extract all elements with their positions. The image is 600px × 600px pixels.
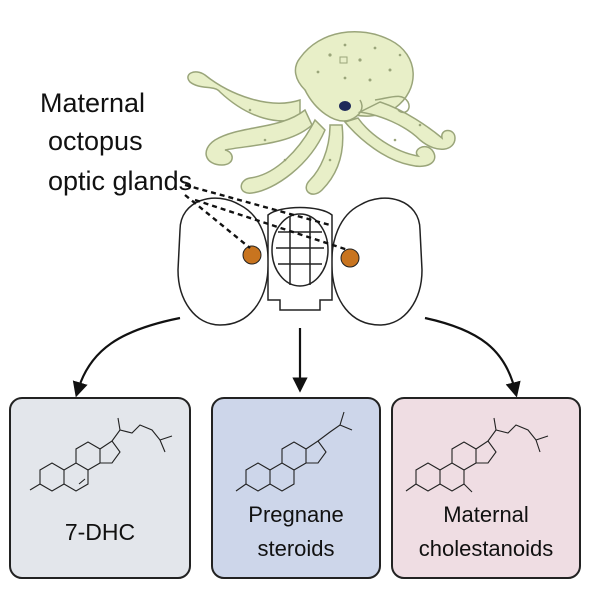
product-label-pregnane-line-2: steroids (257, 536, 334, 561)
optic-glands-label-line-1: Maternal (40, 88, 145, 118)
sterol-structure-cholestanoids (405, 417, 549, 493)
product-label-pregnane-line-1: Pregnane (248, 502, 343, 527)
product-label-cholestanoids-line-2: cholestanoids (419, 536, 554, 561)
arrow-to-cholestanoids (424, 316, 521, 398)
steroid-structure-pregnane (235, 411, 353, 492)
product-label-7dhc: 7-DHC (65, 519, 135, 545)
optic-glands-label-line-2: octopus (48, 126, 143, 156)
sterol-structure-7dhc (29, 417, 173, 492)
left-optic-gland (242, 245, 262, 265)
octopus-illustration (187, 30, 456, 195)
gland-pointer-lines (184, 183, 349, 252)
arrow-to-7dhc (72, 316, 181, 398)
product-label-cholestanoids-line-1: Maternal (443, 502, 529, 527)
product-box-pregnane: Pregnane steroids (211, 397, 381, 579)
octopus-brain-diagram (177, 197, 423, 326)
product-box-7dhc: 7-DHC (9, 397, 191, 579)
optic-glands-label-line-3: optic glands (48, 166, 192, 196)
right-optic-gland (340, 248, 360, 268)
product-box-cholestanoids: Maternal cholestanoids (391, 397, 581, 579)
